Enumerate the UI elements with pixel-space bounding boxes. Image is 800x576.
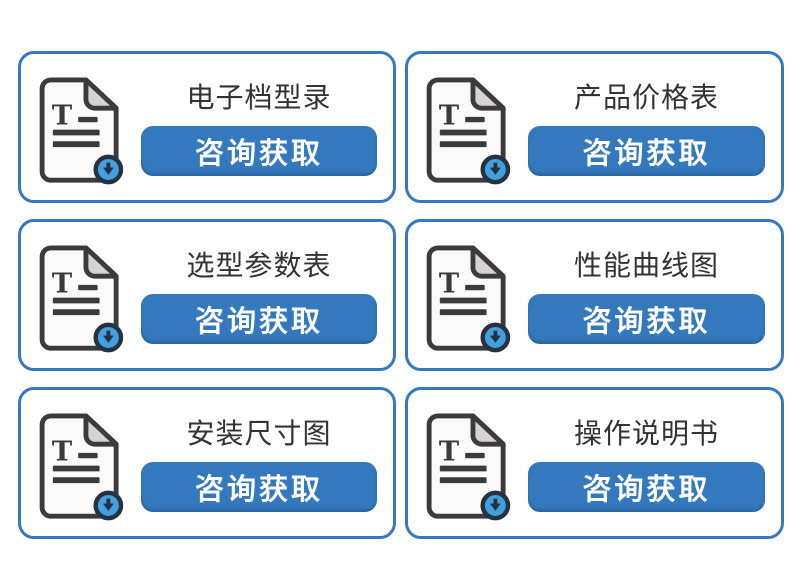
document-download-icon bbox=[426, 244, 516, 357]
card-title: 选型参数表 bbox=[186, 249, 332, 281]
selection-parameters-card: 选型参数表 咨询获取 bbox=[18, 219, 396, 371]
card-title: 性能曲线图 bbox=[573, 249, 719, 281]
download-card-grid: 电子档型录 咨询获取 产品价格表 咨询获取 选型参数表 咨询获取 bbox=[18, 51, 784, 539]
consult-button[interactable]: 咨询获取 bbox=[141, 293, 377, 344]
card-body: 操作说明书 咨询获取 bbox=[528, 417, 765, 512]
consult-button[interactable]: 咨询获取 bbox=[141, 461, 377, 512]
card-body: 性能曲线图 咨询获取 bbox=[528, 249, 765, 344]
document-download-icon bbox=[39, 244, 129, 357]
consult-button[interactable]: 咨询获取 bbox=[528, 461, 765, 512]
card-body: 产品价格表 咨询获取 bbox=[528, 81, 765, 176]
card-title: 产品价格表 bbox=[573, 81, 719, 113]
card-body: 安装尺寸图 咨询获取 bbox=[141, 417, 377, 512]
card-title: 操作说明书 bbox=[573, 417, 719, 449]
document-download-icon bbox=[426, 412, 516, 525]
price-list-card: 产品价格表 咨询获取 bbox=[405, 51, 784, 203]
consult-button[interactable]: 咨询获取 bbox=[528, 125, 765, 176]
document-download-icon bbox=[39, 76, 129, 189]
consult-button[interactable]: 咨询获取 bbox=[141, 125, 377, 176]
document-download-icon bbox=[39, 412, 129, 525]
catalog-card: 电子档型录 咨询获取 bbox=[18, 51, 396, 203]
card-title: 安装尺寸图 bbox=[186, 417, 332, 449]
card-body: 电子档型录 咨询获取 bbox=[141, 81, 377, 176]
document-download-icon bbox=[426, 76, 516, 189]
card-title: 电子档型录 bbox=[186, 81, 332, 113]
performance-curves-card: 性能曲线图 咨询获取 bbox=[405, 219, 784, 371]
installation-dimensions-card: 安装尺寸图 咨询获取 bbox=[18, 387, 396, 539]
operation-manual-card: 操作说明书 咨询获取 bbox=[405, 387, 784, 539]
card-body: 选型参数表 咨询获取 bbox=[141, 249, 377, 344]
consult-button[interactable]: 咨询获取 bbox=[528, 293, 765, 344]
